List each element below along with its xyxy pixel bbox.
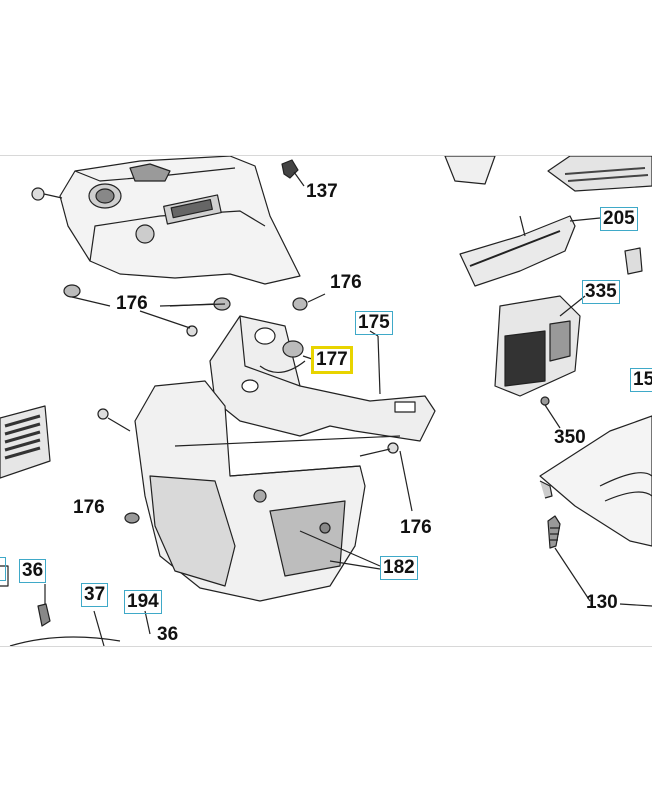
part-label-36: 36	[157, 624, 179, 645]
lower-cowl-182	[134, 380, 401, 602]
part-label-176-left: 176	[73, 497, 105, 518]
floor-panel	[539, 415, 652, 547]
part-label-177-highlighted[interactable]: 177	[311, 346, 353, 374]
part-label-182[interactable]: 182	[380, 556, 418, 580]
bottom-left-parts	[0, 565, 151, 646]
part-label-194[interactable]: 194	[124, 590, 162, 614]
clip-137	[281, 159, 305, 187]
bracket-175	[209, 315, 436, 442]
bolt-130	[547, 515, 652, 607]
part-label-15[interactable]: 15	[630, 368, 652, 392]
part-label-175[interactable]: 175	[355, 311, 393, 335]
part-label-36-boxed[interactable]: 36	[19, 559, 47, 583]
part-label-176-top-right: 176	[330, 272, 362, 293]
parts-drawing	[0, 156, 652, 646]
dashboard-console	[59, 156, 301, 285]
trim-205	[459, 215, 643, 287]
part-label-205[interactable]: 205	[600, 207, 638, 231]
part-label-176-top-left: 176	[116, 293, 148, 314]
leader-lines	[329, 217, 601, 570]
part-label-335[interactable]: 335	[582, 280, 620, 304]
part-label-cut-left	[0, 557, 6, 581]
fasteners-top	[31, 187, 326, 311]
top-right-grille	[444, 156, 652, 192]
part-label-350: 350	[554, 427, 586, 448]
part-label-176-right: 176	[400, 517, 432, 538]
vent-335	[494, 295, 581, 397]
screw-350	[540, 396, 561, 429]
diagram-frame	[0, 155, 652, 647]
side-grille	[0, 405, 51, 479]
part-label-130: 130	[586, 592, 618, 613]
fasteners-cowl	[97, 310, 413, 567]
part-label-137: 137	[306, 181, 338, 202]
part-label-37[interactable]: 37	[81, 583, 109, 607]
nut-177	[259, 340, 313, 373]
